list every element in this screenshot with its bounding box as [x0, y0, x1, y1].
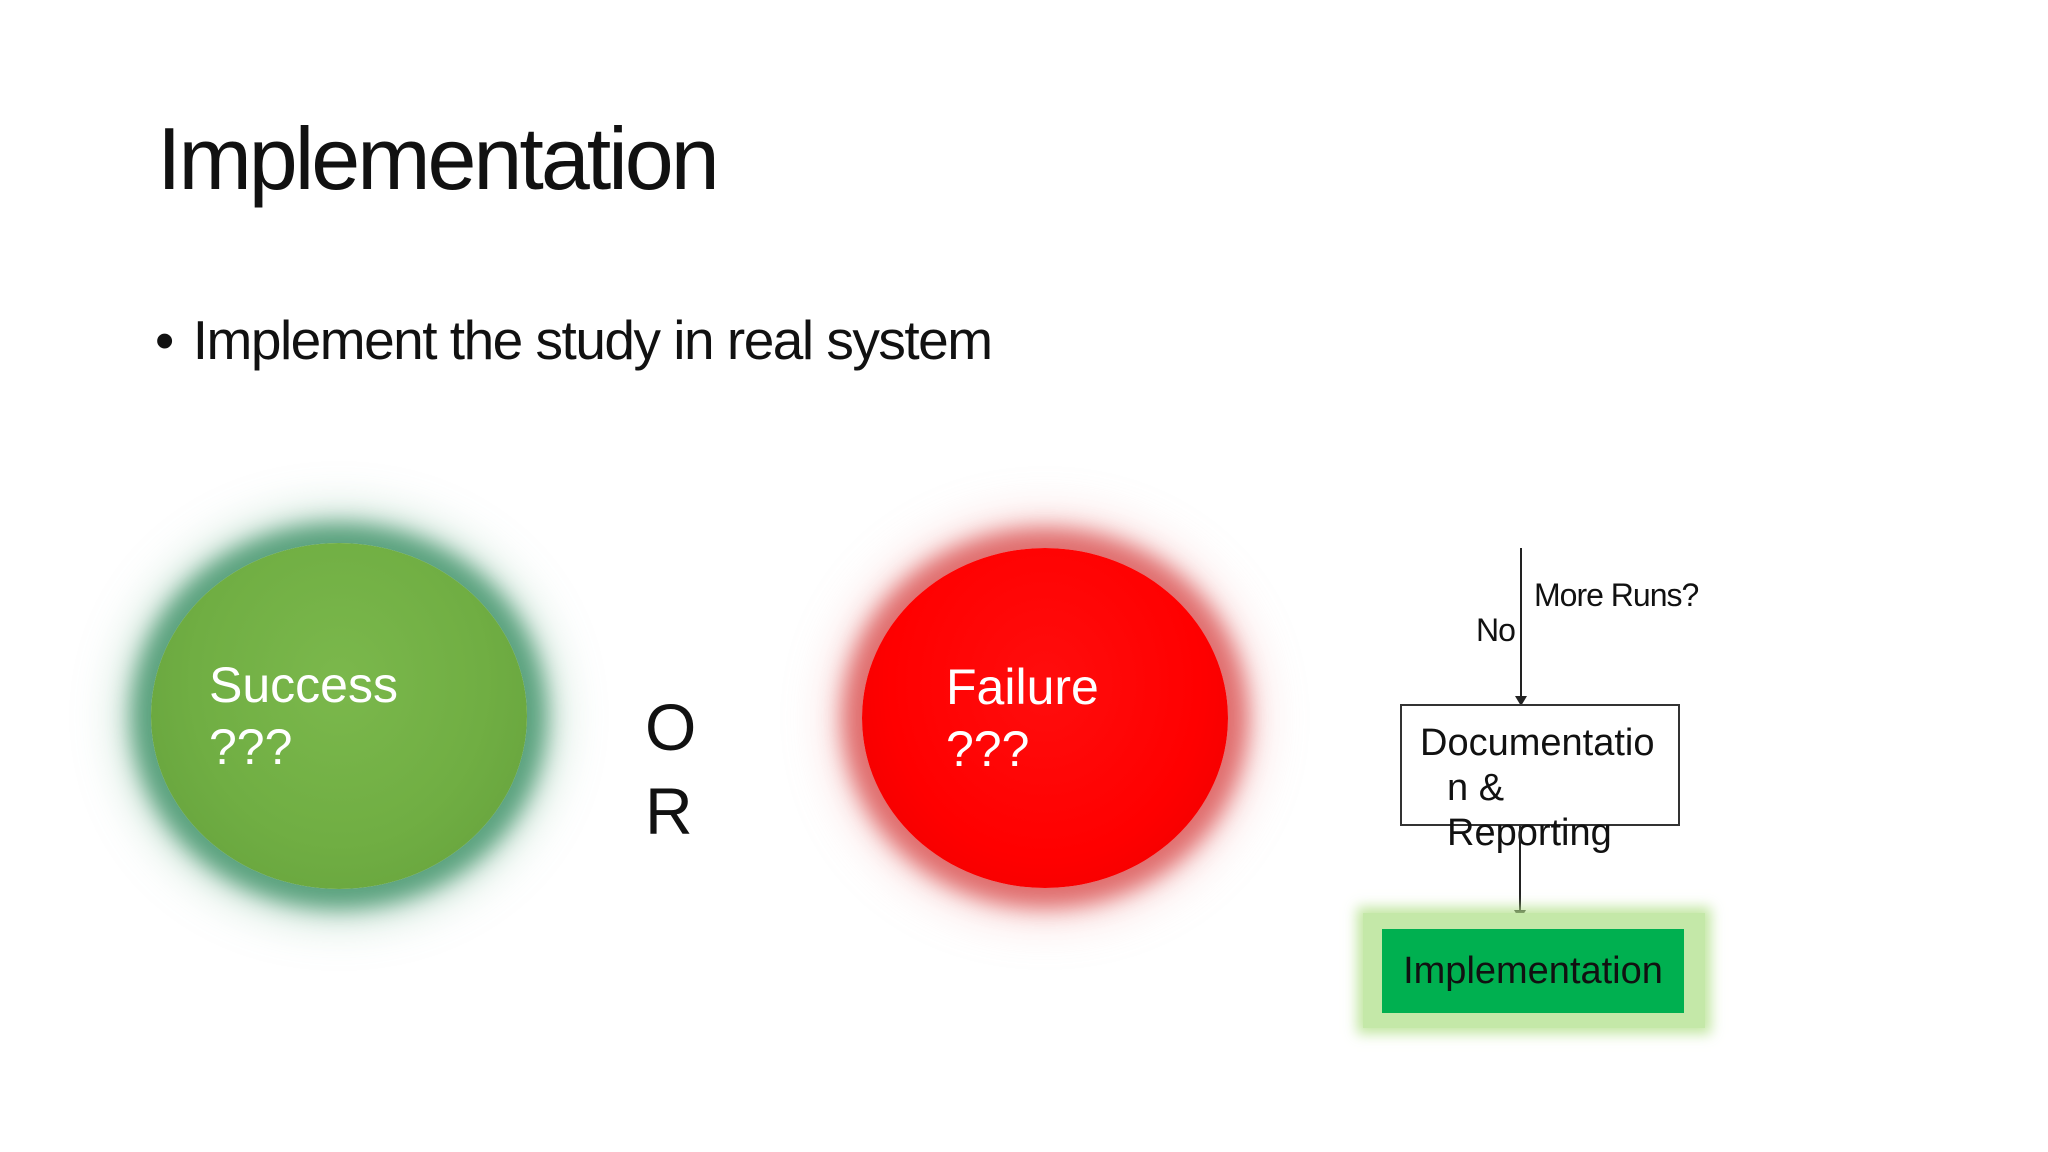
- bullet-item: • Implement the study in real system: [155, 308, 993, 372]
- success-label: Success: [209, 657, 398, 713]
- flow-line-top: [1520, 548, 1522, 698]
- implementation-box-label: Implementation: [1403, 949, 1663, 992]
- arrow-head-top: [1515, 696, 1527, 706]
- or-letter-o: O: [645, 690, 697, 764]
- bullet-text: Implement the study in real system: [192, 309, 993, 371]
- implementation-box: Implementation: [1382, 929, 1684, 1013]
- failure-circle: Failure ???: [862, 548, 1228, 888]
- doc-text-line2: n &: [1447, 767, 1505, 809]
- doc-text-line3: Reporting: [1447, 812, 1612, 854]
- success-circle: Success ???: [151, 543, 527, 889]
- more-runs-label: More Runs?: [1534, 577, 1699, 613]
- success-question: ???: [209, 719, 293, 775]
- doc-text-line1: Documentatio: [1420, 722, 1655, 764]
- slide-title: Implementation: [157, 109, 720, 208]
- no-branch-label: No: [1476, 612, 1516, 648]
- documentation-box: [1400, 704, 1680, 826]
- or-letter-r: R: [645, 774, 693, 848]
- failure-question: ???: [946, 721, 1030, 777]
- bullet-dot: •: [155, 309, 174, 371]
- flow-line-bottom: [1519, 826, 1521, 912]
- failure-label: Failure: [946, 659, 1099, 715]
- or-label: O R: [645, 685, 705, 853]
